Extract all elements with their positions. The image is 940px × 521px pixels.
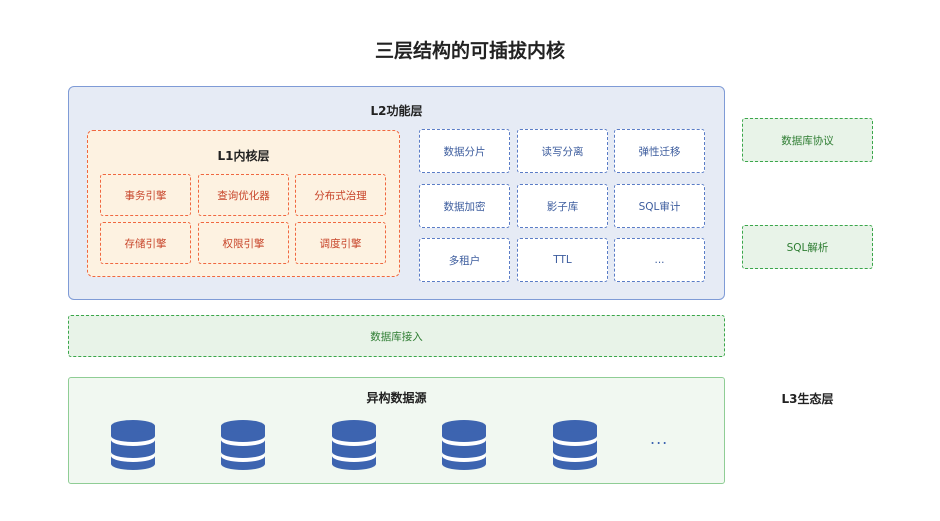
heterogeneous-datasources-box bbox=[68, 377, 725, 484]
heterogeneous-datasources-title: 异构数据源 bbox=[366, 391, 427, 405]
l2-module: SQL审计 bbox=[614, 184, 705, 228]
database-protocol-box: 数据库协议 bbox=[742, 118, 873, 162]
database-icon bbox=[553, 420, 597, 470]
more-datasources-ellipsis: ... bbox=[650, 429, 669, 448]
l1-module: 查询优化器 bbox=[198, 174, 289, 216]
l2-module: 多租户 bbox=[419, 238, 510, 282]
l2-layer-title: L2功能层 bbox=[370, 104, 423, 118]
l3-layer-title: L3生态层 bbox=[781, 392, 834, 406]
database-icon bbox=[442, 420, 486, 470]
l1-layer-title: L1内核层 bbox=[217, 149, 270, 163]
l1-module: 存储引擎 bbox=[100, 222, 191, 264]
l1-module: 事务引擎 bbox=[100, 174, 191, 216]
l2-module: 影子库 bbox=[517, 184, 608, 228]
sql-parse-box: SQL解析 bbox=[742, 225, 873, 269]
l2-module: TTL bbox=[517, 238, 608, 282]
diagram-title: 三层结构的可插拔内核 bbox=[374, 40, 565, 62]
l2-module: 数据分片 bbox=[419, 129, 510, 173]
l1-module: 权限引擎 bbox=[198, 222, 289, 264]
database-icon bbox=[111, 420, 155, 470]
l2-module: 数据加密 bbox=[419, 184, 510, 228]
l2-module: ... bbox=[614, 238, 705, 282]
database-icon bbox=[221, 420, 265, 470]
l2-module: 读写分离 bbox=[517, 129, 608, 173]
l2-module: 弹性迁移 bbox=[614, 129, 705, 173]
l1-module: 分布式治理 bbox=[295, 174, 386, 216]
database-icon bbox=[332, 420, 376, 470]
l1-module: 调度引擎 bbox=[295, 222, 386, 264]
database-access-bar: 数据库接入 bbox=[68, 315, 725, 357]
